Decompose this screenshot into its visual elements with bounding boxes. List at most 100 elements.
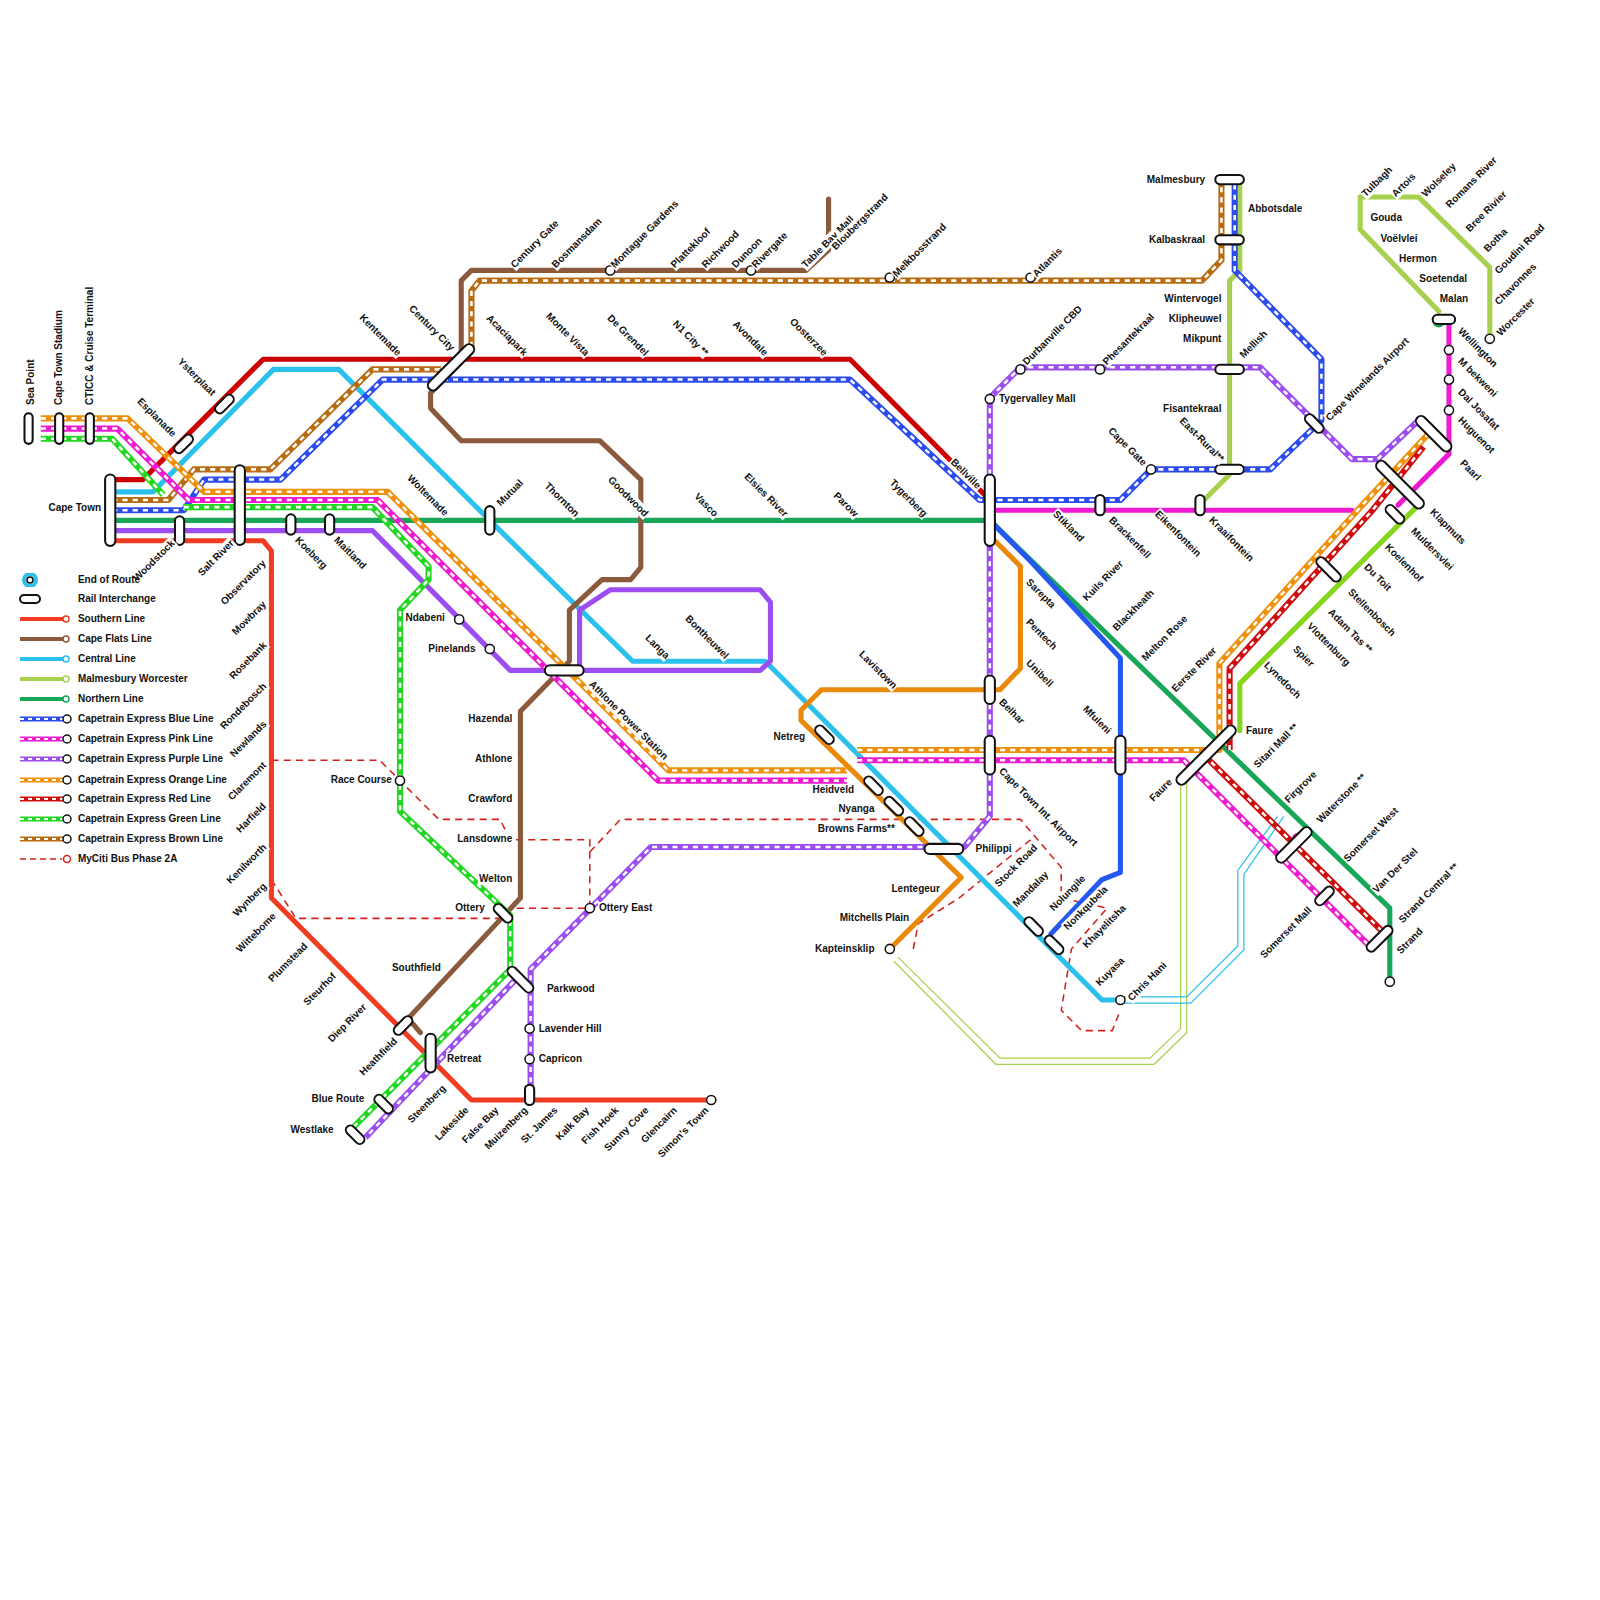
station-label: Soetendal [1418, 273, 1468, 285]
station-label: Southfield [391, 962, 442, 974]
legend-swatch [16, 732, 72, 746]
station-label: Cape Town Stadium [53, 309, 65, 406]
legend-sample [20, 697, 66, 701]
map-line [112, 182, 1221, 500]
station-label: Somerset Mall [1258, 904, 1316, 962]
station-label: Melkbosstrand [890, 220, 950, 280]
legend-sample [20, 718, 66, 720]
legend-text: Malmesbury Worcester [78, 673, 188, 685]
interchange-symbol [175, 516, 184, 545]
map-line [41, 429, 1373, 949]
station-label: Botha [1480, 225, 1510, 255]
station-label: Phesantekraal [1100, 311, 1158, 369]
station-label: Kentemade [356, 311, 404, 359]
station-label: Lavistown [856, 648, 900, 692]
legend-sample [20, 738, 66, 740]
legend-sample [63, 776, 71, 784]
interchange-symbol [985, 474, 995, 545]
station-label: Brackenfell [1106, 514, 1154, 562]
legend-swatch [16, 852, 72, 866]
interchange-symbol [325, 514, 334, 534]
legend-swatch [16, 592, 72, 606]
map-line [365, 367, 1418, 1137]
map-line [271, 760, 589, 908]
interchange-symbol [1315, 555, 1343, 583]
interchange-symbol [1022, 915, 1044, 937]
station-label: Century City [405, 302, 457, 354]
station-label: Philippi [974, 843, 1012, 855]
station-label: Browns Farms** [817, 823, 896, 835]
interchange-symbol [86, 413, 94, 444]
station-label: Somerset West [1341, 805, 1402, 866]
map-line [1204, 447, 1423, 937]
station-label: Unibell [1022, 657, 1055, 690]
station-dot [1016, 365, 1025, 374]
map-line [1360, 197, 1439, 311]
station-label: Athlone [474, 753, 513, 765]
station-label: Welton [478, 873, 513, 885]
station-label: Pentech [1022, 616, 1059, 653]
map-line [894, 781, 1284, 1065]
station-label: Mikpunt [1182, 333, 1222, 345]
station-label: East-Rural** [1176, 415, 1227, 466]
station-label: Blackheath [1110, 586, 1158, 634]
legend-text: Capetrain Express Blue Line [78, 713, 214, 725]
legend-text: Cape Flats Line [78, 633, 152, 645]
legend-sample [63, 616, 69, 622]
interchange-symbol [105, 474, 115, 545]
map-line [112, 369, 1120, 1000]
legend-swatch [16, 773, 72, 787]
legend-sample [20, 858, 62, 860]
station-label: Abbotsdale [1247, 203, 1303, 215]
interchange-symbol [1095, 495, 1104, 515]
legend-text: Capetrain Express Red Line [78, 793, 211, 805]
station-label: Avondale [729, 318, 770, 359]
legend-text: Capetrain Express Orange Line [78, 774, 227, 786]
legend-text: MyCiti Bus Phase 2A [78, 853, 177, 865]
interchange-symbol [492, 902, 514, 924]
legend-text: Southern Line [78, 613, 145, 625]
legend-sample [63, 715, 71, 723]
map-line [112, 182, 1321, 511]
station-dot [1485, 334, 1494, 343]
station-dot [985, 394, 994, 403]
station-label: Mellish [1237, 328, 1271, 362]
legend-text: Capetrain Express Pink Line [78, 733, 213, 745]
legend-sample [63, 755, 71, 763]
station-label: Atlantis [1029, 244, 1065, 280]
station-label: Diep River [325, 1001, 370, 1046]
station-label: Strand Central ** [1396, 861, 1462, 927]
station-dot [485, 644, 494, 653]
legend-text: Rail Interchange [78, 593, 156, 605]
station-label: Du Toit [1361, 561, 1395, 595]
interchange-symbol [392, 1014, 414, 1036]
interchange-symbol [1174, 723, 1237, 786]
station-label: Kalbaskraal [1148, 234, 1206, 246]
legend-sample [20, 796, 66, 801]
station-label: Ysterplaat [174, 355, 218, 399]
station-label: Van Der Stel [1370, 845, 1421, 896]
legend-sample [20, 779, 66, 781]
station-label: Kapteinsklip [814, 943, 875, 955]
station-label: Heathfield [356, 1035, 400, 1079]
interchange-symbol [525, 1085, 534, 1105]
station-label: Langa [642, 632, 673, 663]
legend-swatch [16, 712, 72, 726]
station-label: Claremont [225, 759, 270, 804]
map-line [898, 781, 1181, 1059]
legend-sample [63, 656, 69, 662]
map-line [41, 439, 510, 1129]
station-label: Steurhof [300, 970, 339, 1009]
legend-sample [63, 696, 69, 702]
interchange-symbol [506, 965, 536, 995]
legend-swatch [16, 652, 72, 666]
legend-sample [63, 735, 71, 743]
station-label: Malmesbury [1146, 174, 1206, 186]
legend-swatch [16, 632, 72, 646]
station-dot [707, 1095, 716, 1104]
station-label: Westlake [290, 1124, 335, 1136]
interchange-symbol [426, 1034, 436, 1073]
legend-sample [20, 595, 40, 603]
legend-sample [20, 736, 66, 741]
station-label: Mfuleni [1080, 702, 1115, 737]
